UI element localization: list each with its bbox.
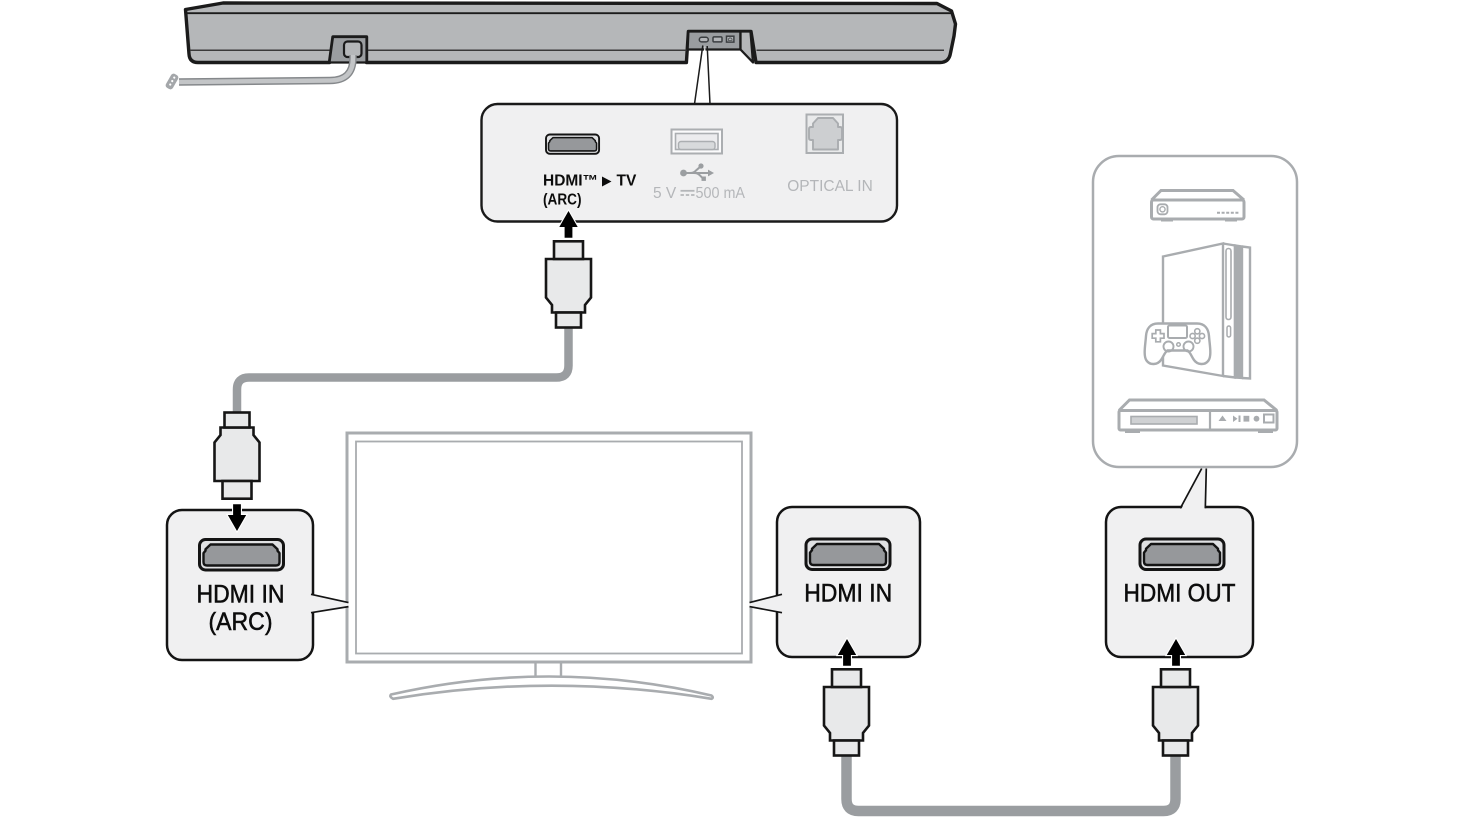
svg-text:500 mA: 500 mA <box>696 185 746 202</box>
svg-text:(ARC): (ARC) <box>209 608 273 636</box>
svg-text:OPTICAL IN: OPTICAL IN <box>787 178 873 195</box>
svg-text:HDMI OUT: HDMI OUT <box>1124 580 1236 608</box>
svg-text:5 V: 5 V <box>653 185 677 202</box>
svg-text:TV: TV <box>617 173 637 190</box>
svg-text:HDMI™: HDMI™ <box>543 173 598 190</box>
svg-text:HDMI IN: HDMI IN <box>197 580 285 608</box>
svg-text:HDMI IN: HDMI IN <box>804 580 892 608</box>
svg-text:(ARC): (ARC) <box>543 192 582 209</box>
